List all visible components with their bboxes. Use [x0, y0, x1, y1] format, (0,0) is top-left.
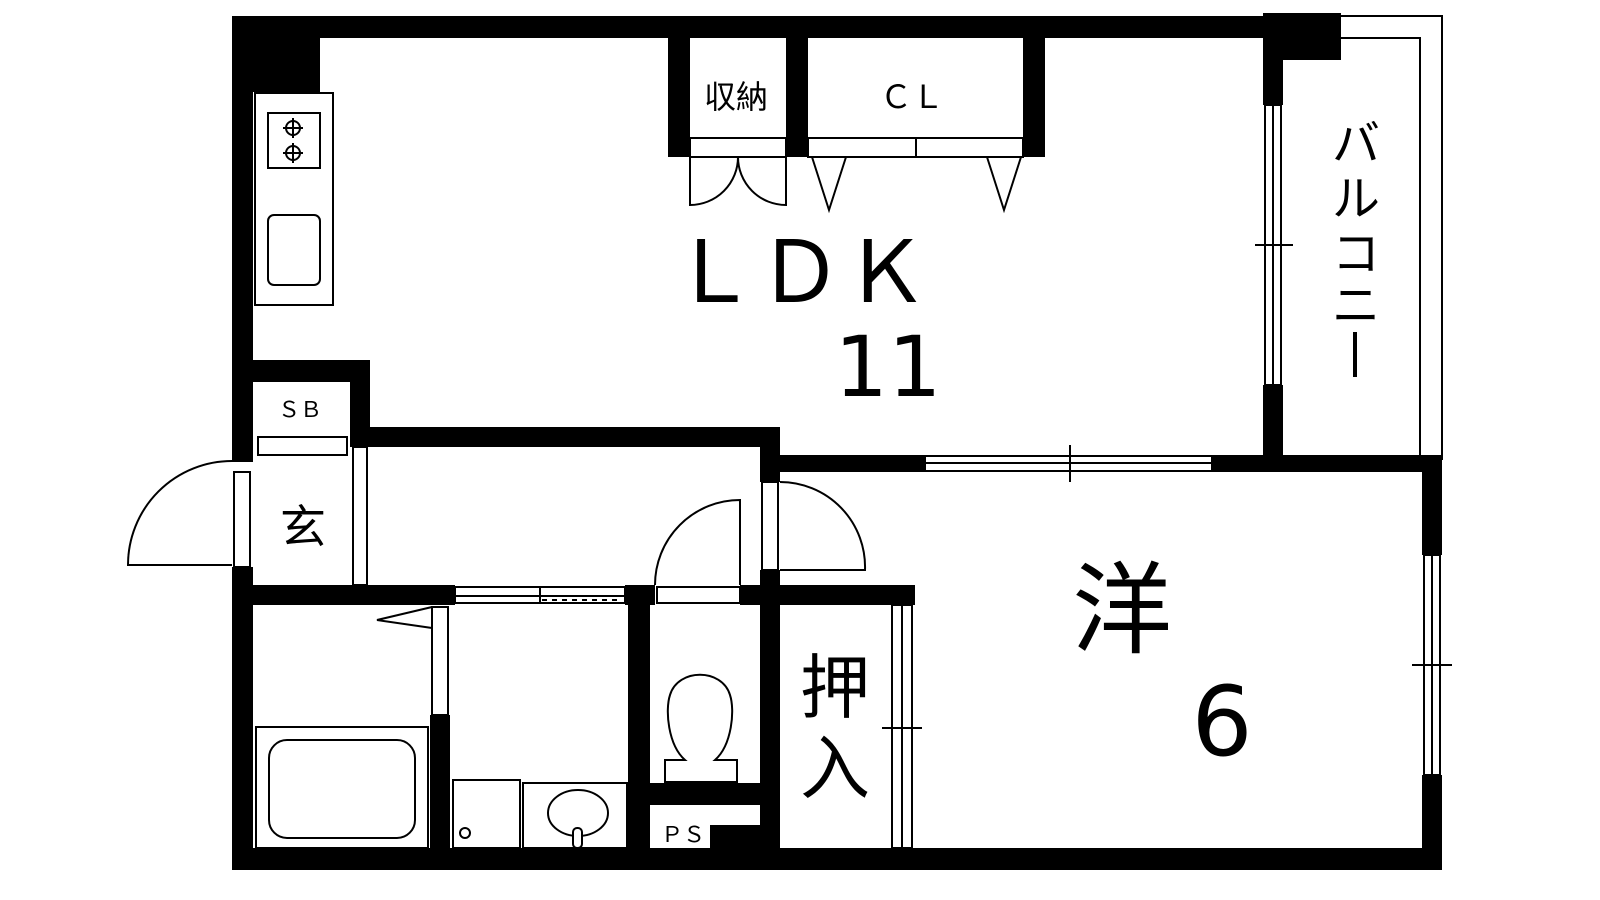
- wash-basin-icon: [522, 782, 628, 849]
- ldk-size: 11: [835, 318, 942, 416]
- svg-text:ル: ル: [1332, 171, 1380, 227]
- oshiire-label-bottom: 入: [800, 728, 870, 810]
- shoe-box-label: ＳＢ: [278, 398, 322, 423]
- kitchen-sink-icon: [267, 214, 321, 286]
- toilet-door-icon: [654, 498, 741, 586]
- long-vowel-mark: [1353, 332, 1357, 377]
- oshiire-label-top: 押: [800, 647, 870, 729]
- balcony: [1340, 15, 1443, 460]
- closet-label: ＣＬ: [880, 78, 944, 116]
- svg-text:コ: コ: [1332, 226, 1380, 282]
- storage-label: 収納: [704, 78, 768, 116]
- entrance-door-icon: [126, 460, 233, 566]
- ldk-label: ＬＤＫ: [671, 223, 929, 323]
- western-room-door-icon: [779, 481, 867, 571]
- closet-doors: [689, 137, 1024, 214]
- bathtub-icon: [255, 726, 429, 849]
- washer-icon: [452, 779, 521, 849]
- windows: [924, 104, 1452, 776]
- western-room-label: 洋: [1072, 552, 1172, 669]
- balcony-label: バ ル コ ニ: [1332, 116, 1380, 377]
- western-room-size: 6: [1191, 666, 1252, 778]
- pipe-space-label: ＰＳ: [661, 823, 705, 848]
- walls: [232, 13, 1442, 870]
- svg-text:バ: バ: [1332, 116, 1380, 172]
- kitchen-counter: [254, 92, 334, 306]
- oshiire-doors: [882, 604, 922, 849]
- svg-text:ニ: ニ: [1332, 278, 1380, 334]
- entrance-area: [126, 436, 867, 586]
- entrance-label: 玄: [280, 500, 326, 554]
- wash-area: [376, 498, 741, 716]
- toilet-icon: [664, 673, 738, 783]
